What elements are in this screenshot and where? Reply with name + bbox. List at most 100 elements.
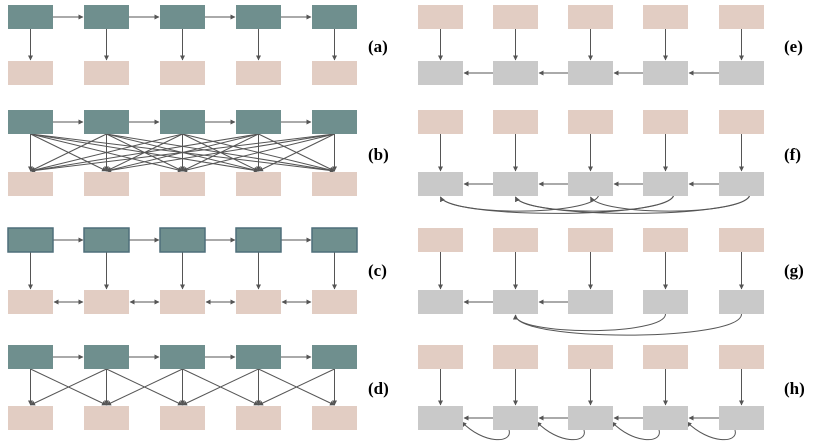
panel-b xyxy=(8,110,357,196)
cross-edge-d-l-4 xyxy=(258,368,335,406)
hidden-node-a-1 xyxy=(84,5,129,29)
input-node-f-0 xyxy=(418,110,463,134)
output-node-c-0 xyxy=(8,290,53,314)
hidden-node-d-0 xyxy=(8,345,53,369)
hidden-node-b-1 xyxy=(84,110,129,134)
emission-edge-b-4-0 xyxy=(30,133,335,173)
output-node-b-0 xyxy=(8,172,53,196)
panel-d xyxy=(8,345,357,430)
input-node-f-4 xyxy=(719,110,764,134)
input-node-e-2 xyxy=(568,5,613,29)
output-node-c-1 xyxy=(84,290,129,314)
state-node-f-1 xyxy=(493,172,538,196)
hidden-node-c-2 xyxy=(159,227,206,253)
hidden-node-b-3 xyxy=(236,110,281,134)
panel-label-d: (d) xyxy=(368,379,389,398)
output-node-d-2 xyxy=(160,406,205,430)
output-node-c-3 xyxy=(236,290,281,314)
skip-edge-f-4-1 xyxy=(515,195,750,214)
state-node-h-3 xyxy=(643,406,688,430)
output-node-a-0 xyxy=(8,61,53,85)
panel-g xyxy=(418,228,764,336)
output-node-c-2 xyxy=(160,290,205,314)
loop-edge-h-1 xyxy=(461,421,510,441)
output-node-b-4 xyxy=(312,172,357,196)
output-node-d-0 xyxy=(8,406,53,430)
input-node-h-3 xyxy=(643,345,688,369)
panel-labels: (a) (b) (c) (d) (e) (f) (g) (h) xyxy=(368,37,805,398)
panel-label-h: (h) xyxy=(784,379,805,398)
skip-edge-g-4-1 xyxy=(513,313,742,336)
skip-edge-f-2-0 xyxy=(440,195,599,212)
hidden-node-b-4 xyxy=(312,110,357,134)
state-node-e-2 xyxy=(568,61,613,85)
input-node-g-0 xyxy=(418,228,463,252)
diagram-root xyxy=(7,5,764,441)
emission-edge-b-4-1 xyxy=(106,133,335,173)
hidden-node-d-4 xyxy=(312,345,357,369)
output-node-b-1 xyxy=(84,172,129,196)
hidden-node-a-4 xyxy=(312,5,357,29)
state-node-g-4 xyxy=(719,290,764,314)
input-node-g-2 xyxy=(568,228,613,252)
state-node-e-3 xyxy=(643,61,688,85)
output-node-a-3 xyxy=(236,61,281,85)
loop-edge-h-4 xyxy=(686,421,736,441)
loop-edge-h-2 xyxy=(536,421,585,441)
state-node-e-1 xyxy=(493,61,538,85)
output-node-d-3 xyxy=(236,406,281,430)
hidden-node-c-4 xyxy=(311,227,358,253)
panel-f xyxy=(418,110,764,214)
panel-a xyxy=(8,5,357,85)
loop-edge-h-3 xyxy=(611,421,660,441)
hidden-node-b-2 xyxy=(160,110,205,134)
state-node-h-0 xyxy=(418,406,463,430)
panel-h xyxy=(418,345,764,441)
hidden-node-b-0 xyxy=(8,110,53,134)
state-node-g-3 xyxy=(643,290,688,314)
emission-edge-b-1-0 xyxy=(30,133,107,172)
hidden-node-d-2 xyxy=(160,345,205,369)
input-node-f-2 xyxy=(568,110,613,134)
state-node-g-0 xyxy=(418,290,463,314)
cross-edge-d-l-1 xyxy=(30,368,107,406)
state-node-e-0 xyxy=(418,61,463,85)
input-node-e-0 xyxy=(418,5,463,29)
state-node-e-4 xyxy=(719,61,764,85)
input-node-h-0 xyxy=(418,345,463,369)
output-node-b-3 xyxy=(236,172,281,196)
emission-edge-b-4-2 xyxy=(182,133,335,173)
emission-edge-b-2-0 xyxy=(30,133,183,173)
output-node-c-4 xyxy=(312,290,357,314)
panel-e xyxy=(418,5,764,85)
emission-edge-b-3-0 xyxy=(30,133,259,173)
input-node-g-3 xyxy=(643,228,688,252)
cross-edge-d-l-3 xyxy=(182,368,259,406)
hidden-node-a-0 xyxy=(8,5,53,29)
output-node-d-1 xyxy=(84,406,129,430)
output-node-a-1 xyxy=(84,61,129,85)
state-node-g-1 xyxy=(493,290,538,314)
output-node-a-2 xyxy=(160,61,205,85)
hidden-node-c-0 xyxy=(7,227,54,253)
emission-edge-b-4-3 xyxy=(258,133,335,172)
cross-edge-d-l-2 xyxy=(106,368,183,406)
state-node-f-2 xyxy=(568,172,613,196)
panel-label-e: (e) xyxy=(784,37,803,56)
input-node-e-4 xyxy=(719,5,764,29)
hidden-node-a-2 xyxy=(160,5,205,29)
skip-edge-f-3-1 xyxy=(515,195,674,212)
panel-label-b: (b) xyxy=(368,145,389,164)
state-node-h-1 xyxy=(493,406,538,430)
output-node-d-4 xyxy=(312,406,357,430)
skip-edge-f-3-0 xyxy=(440,195,674,214)
hidden-node-d-1 xyxy=(84,345,129,369)
input-node-f-3 xyxy=(643,110,688,134)
output-node-a-4 xyxy=(312,61,357,85)
skip-edge-g-3-1 xyxy=(513,313,666,332)
panel-label-c: (c) xyxy=(368,261,387,280)
panel-label-a: (a) xyxy=(368,37,388,56)
state-node-h-2 xyxy=(568,406,613,430)
input-node-f-1 xyxy=(493,110,538,134)
